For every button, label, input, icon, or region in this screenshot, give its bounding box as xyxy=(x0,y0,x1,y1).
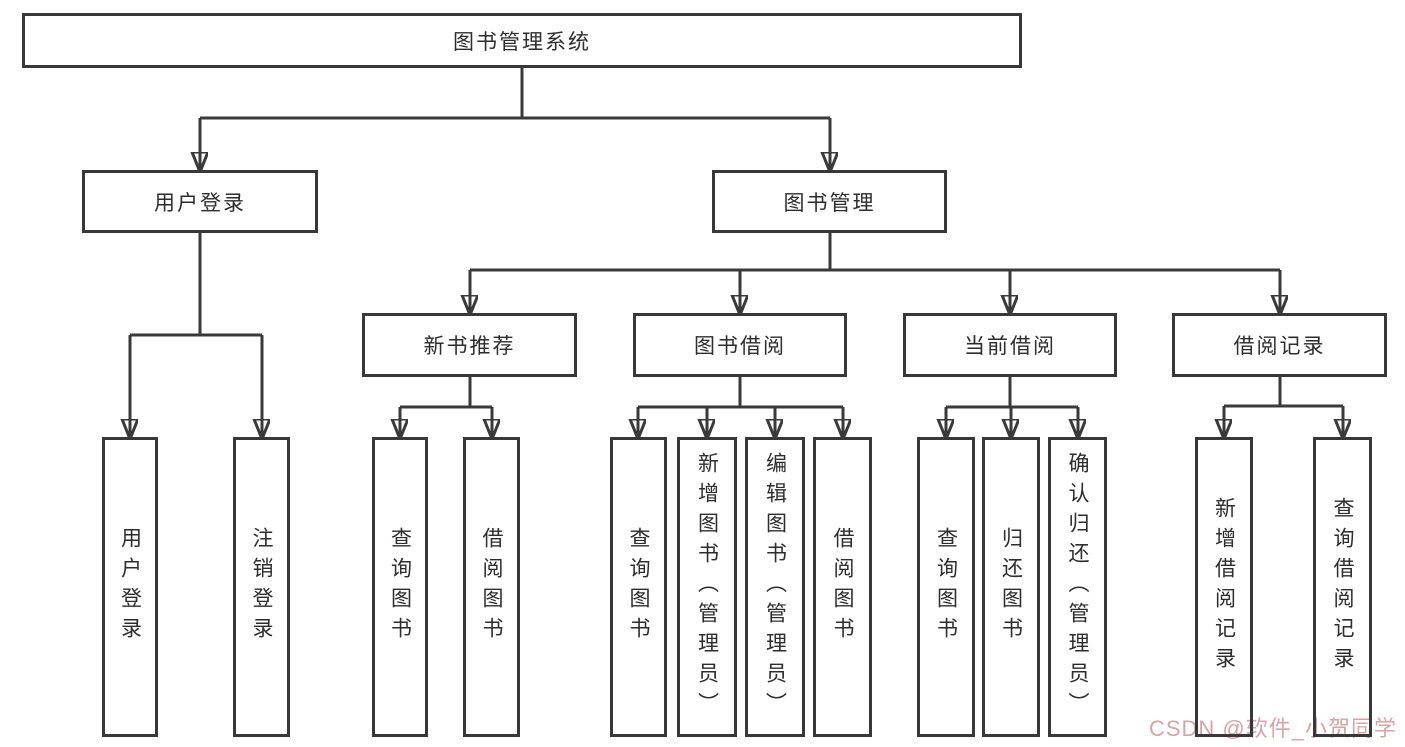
node-book-borrow-label: 图书借阅 xyxy=(694,335,786,358)
leaf-current-query-book-label: 查询图书 xyxy=(934,527,958,647)
leaf-recommend-query-book-label: 查询图书 xyxy=(388,527,412,647)
node-book-management-label: 图书管理 xyxy=(783,191,876,215)
leaf-current-confirm-return-admin-label: 确认归还（管理员） xyxy=(1066,452,1089,722)
node-book-borrow: 图书借阅 xyxy=(633,313,847,377)
leaf-records-query-record: 查询借阅记录 xyxy=(1313,437,1372,737)
leaf-recommend-borrow-book-label: 借阅图书 xyxy=(480,527,503,647)
node-root-label: 图书管理系统 xyxy=(453,30,591,54)
node-borrow-records-label: 借阅记录 xyxy=(1233,335,1326,358)
leaf-borrow-query-book: 查询图书 xyxy=(610,437,667,737)
leaf-current-confirm-return-admin: 确认归还（管理员） xyxy=(1048,437,1107,737)
leaf-logout: 注销登录 xyxy=(233,437,290,737)
leaf-current-return-book: 归还图书 xyxy=(982,437,1040,737)
leaf-recommend-query-book: 查询图书 xyxy=(372,437,428,737)
leaf-user-login: 用户登录 xyxy=(102,437,158,737)
leaf-borrow-add-book-admin: 新增图书（管理员） xyxy=(677,437,737,737)
node-current-borrow-label: 当前借阅 xyxy=(964,335,1056,358)
leaf-current-return-book-label: 归还图书 xyxy=(999,527,1023,647)
node-borrow-records: 借阅记录 xyxy=(1172,313,1387,377)
node-root: 图书管理系统 xyxy=(22,13,1022,68)
leaf-borrow-query-book-label: 查询图书 xyxy=(627,527,650,647)
leaf-current-query-book: 查询图书 xyxy=(917,437,975,737)
node-book-management: 图书管理 xyxy=(712,170,947,233)
node-new-book-recommend-label: 新书推荐 xyxy=(423,335,516,358)
watermark-text: CSDN @软件_小贺同学 xyxy=(1148,716,1397,741)
leaf-borrow-add-book-admin-label: 新增图书（管理员） xyxy=(695,452,719,722)
node-current-borrow: 当前借阅 xyxy=(903,313,1117,377)
leaf-borrow-edit-book-admin: 编辑图书（管理员） xyxy=(745,437,805,737)
leaf-borrow-borrow-book: 借阅图书 xyxy=(813,437,872,737)
leaf-logout-label: 注销登录 xyxy=(250,527,273,647)
node-new-book-recommend: 新书推荐 xyxy=(362,313,577,377)
leaf-records-add-record: 新增借阅记录 xyxy=(1195,437,1253,737)
leaf-recommend-borrow-book: 借阅图书 xyxy=(463,437,520,737)
leaf-user-login-label: 用户登录 xyxy=(118,527,142,647)
leaf-records-query-record-label: 查询借阅记录 xyxy=(1331,497,1354,677)
leaf-records-add-record-label: 新增借阅记录 xyxy=(1212,497,1236,677)
leaf-borrow-edit-book-admin-label: 编辑图书（管理员） xyxy=(763,452,787,722)
node-user-login-label: 用户登录 xyxy=(154,191,246,215)
leaf-borrow-borrow-book-label: 借阅图书 xyxy=(831,527,854,647)
node-user-login: 用户登录 xyxy=(82,170,318,233)
